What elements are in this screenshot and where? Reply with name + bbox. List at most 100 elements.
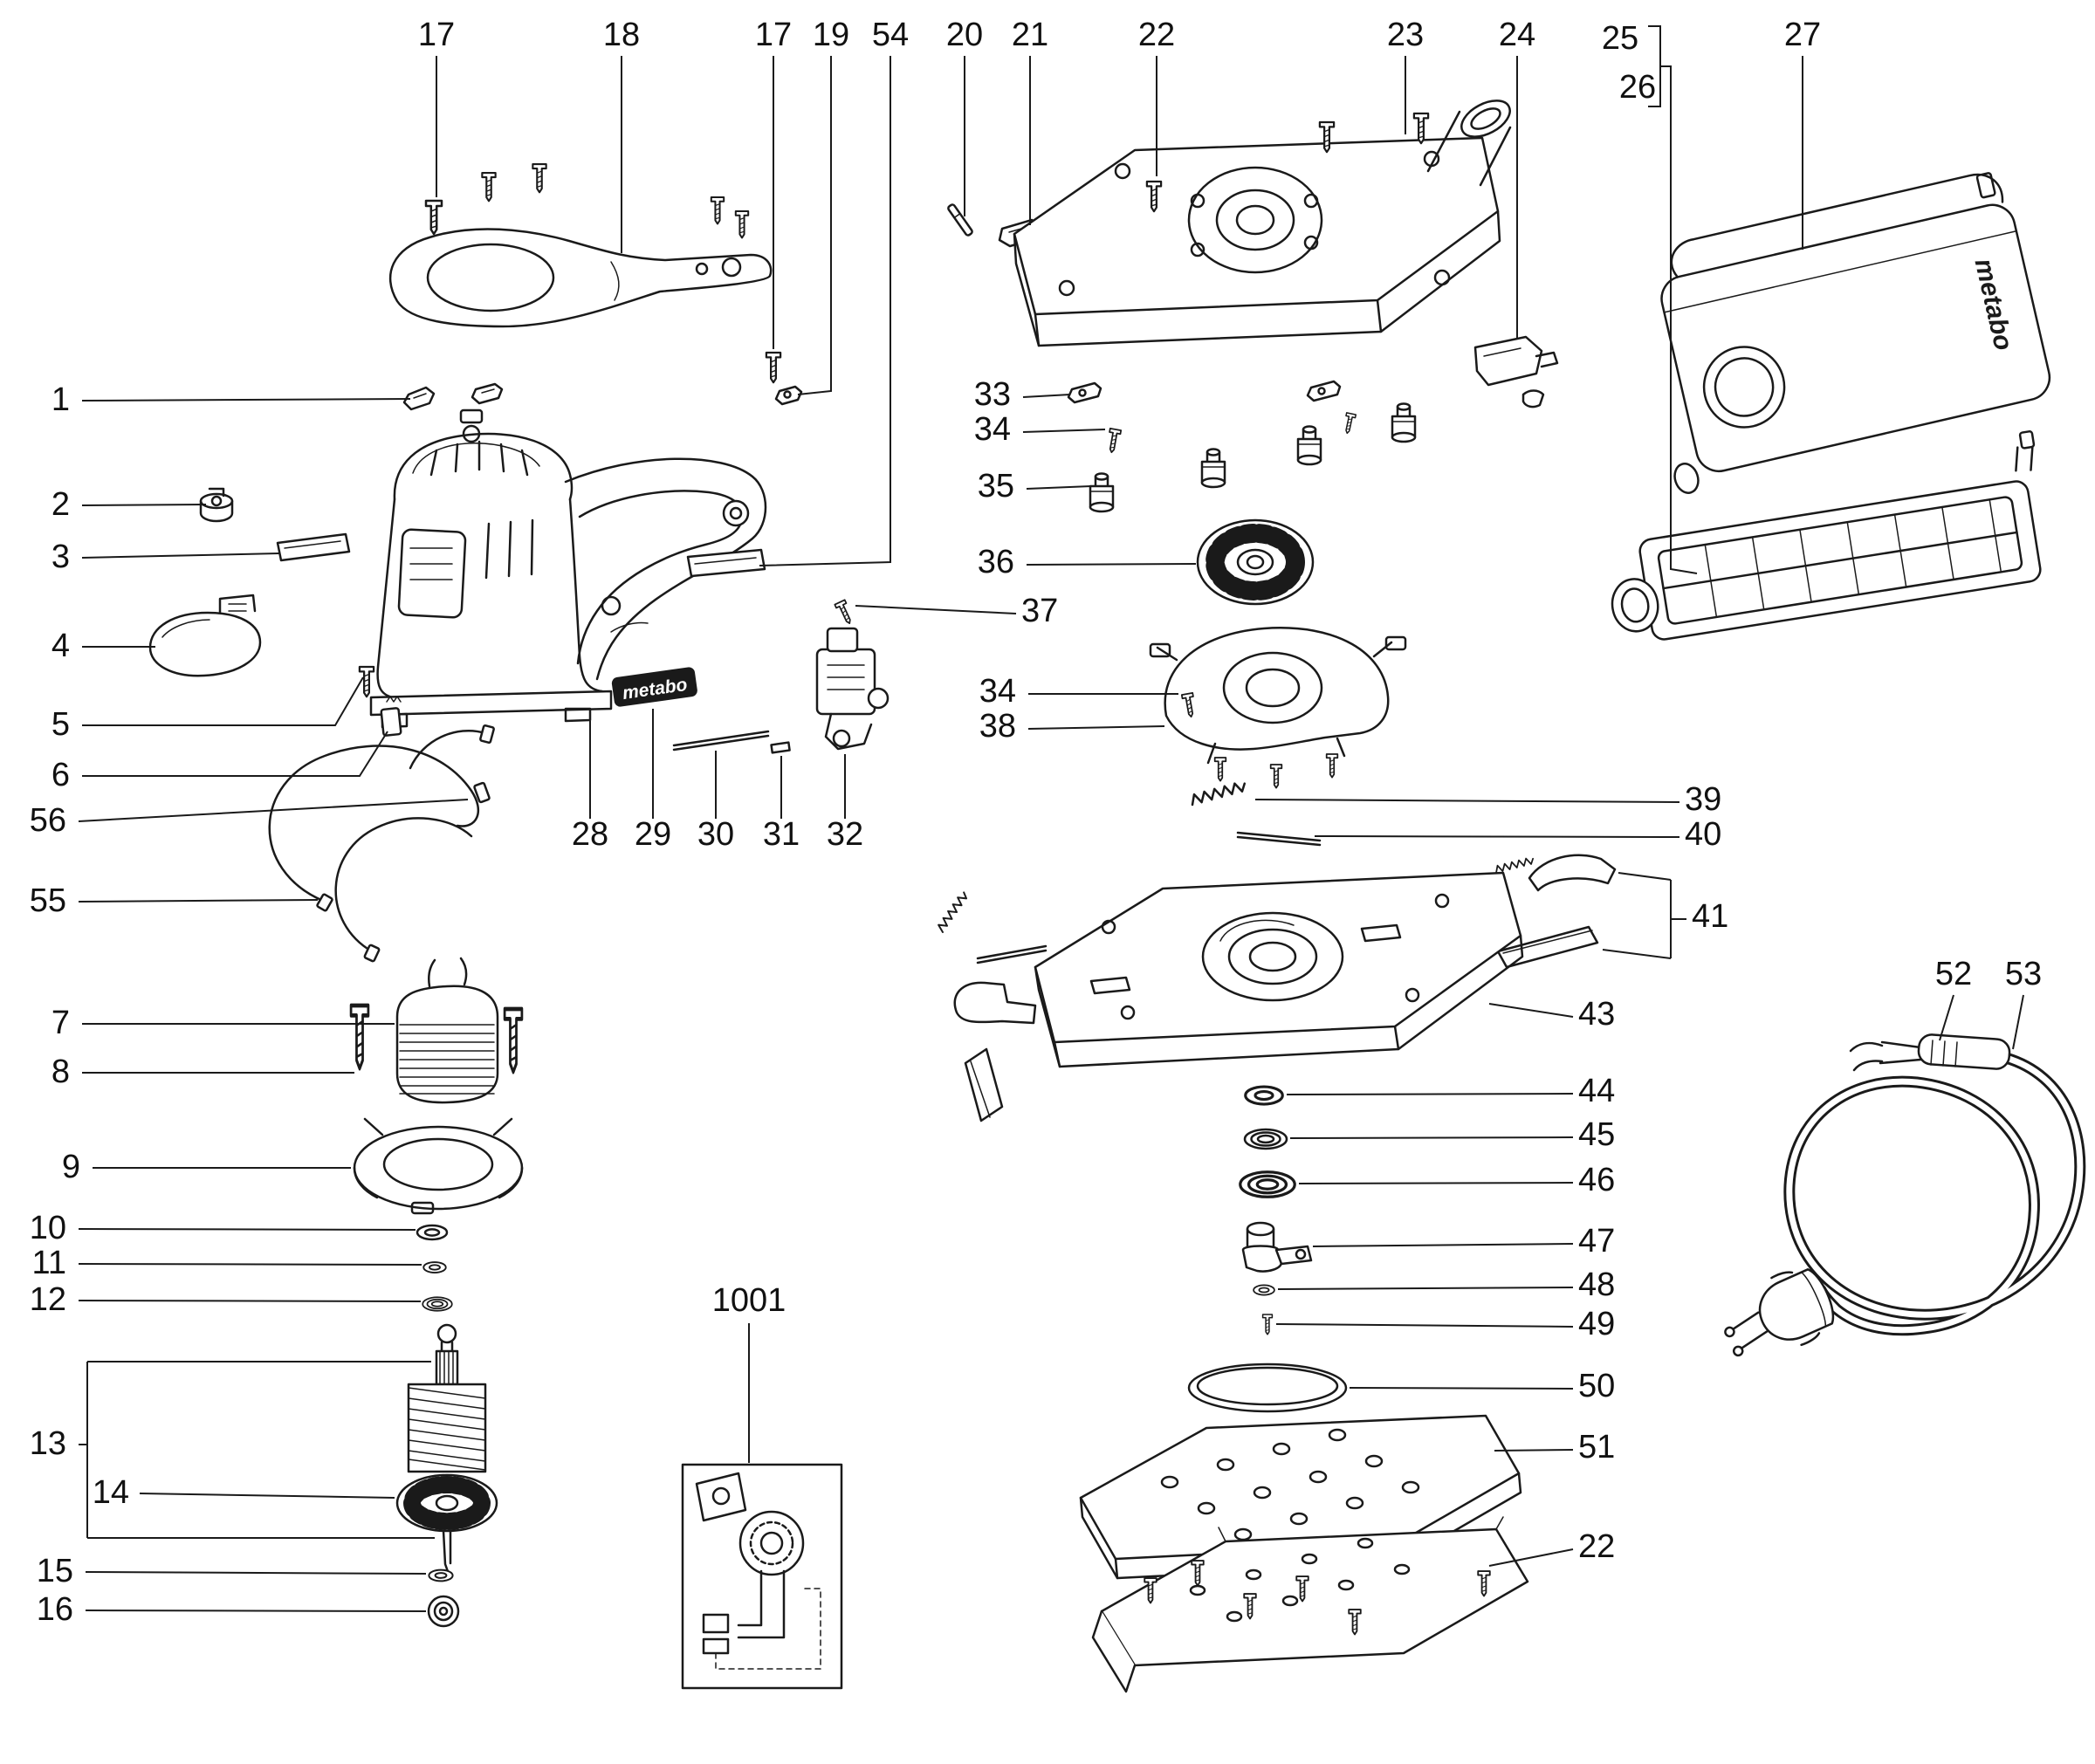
leader-line-41 [1618, 872, 1672, 881]
screw-icon [1261, 1314, 1274, 1335]
callout-41: 41 [1692, 898, 1728, 935]
screw-icon [351, 1006, 368, 1068]
lower-bearing-drawing [427, 1595, 460, 1628]
callout-37: 37 [1021, 593, 1058, 629]
callout-49: 49 [1578, 1306, 1615, 1342]
callout-29: 29 [635, 816, 671, 853]
callout-20: 20 [946, 17, 983, 53]
dust-bag-drawing: metabo [1660, 172, 2051, 473]
carbon-brush-drawing [380, 696, 402, 737]
callout-16: 16 [37, 1591, 73, 1628]
callout-44: 44 [1578, 1073, 1615, 1109]
screw-icon [734, 209, 750, 239]
callout-28: 28 [572, 816, 608, 853]
leader-line-35 [1026, 485, 1092, 490]
callout-7: 7 [52, 1005, 70, 1041]
callout-55: 55 [30, 882, 66, 919]
callout-14: 14 [93, 1474, 129, 1511]
callout-6: 6 [52, 757, 70, 793]
callout-56: 56 [30, 802, 66, 839]
leader-line-48 [1277, 1287, 1574, 1290]
leader-line-41 [1602, 949, 1672, 959]
bag-frame-drawing [1611, 430, 2042, 641]
callout-34: 34 [979, 673, 1016, 710]
leader-line-49 [1275, 1323, 1574, 1328]
screw-icon [710, 196, 725, 225]
callout-43: 43 [1578, 996, 1615, 1033]
leader-line-34 [1022, 429, 1106, 433]
standoff-nut-icon [1296, 425, 1322, 466]
bearing-cap-drawing [199, 487, 234, 523]
callout-26: 26 [1619, 69, 1656, 106]
callout-18: 18 [603, 17, 640, 53]
callout-22: 22 [1138, 17, 1175, 53]
leader-line-52 [1939, 994, 1954, 1041]
leader-line-1 [81, 398, 411, 402]
callout-13: 13 [30, 1425, 66, 1462]
leader-line-6 [82, 731, 388, 777]
power-cable-drawing [1724, 1033, 2086, 1357]
callout-46: 46 [1578, 1162, 1615, 1198]
leader-line-55 [78, 899, 319, 903]
callout-52: 52 [1935, 956, 1972, 992]
callout-10: 10 [30, 1210, 66, 1246]
screw-icon [1269, 764, 1283, 789]
leader-line-14 [139, 1493, 395, 1499]
fan-baffle-drawing [353, 1117, 524, 1215]
cable-clamp-drawing [1067, 380, 1342, 404]
callout-27: 27 [1784, 17, 1821, 53]
callout-40: 40 [1685, 816, 1721, 853]
callout-19: 19 [813, 17, 849, 53]
clip-parts-drawing [402, 382, 803, 411]
callout-12: 12 [30, 1281, 66, 1318]
clamp-parts-left-drawing [935, 890, 1048, 1122]
callout-5: 5 [52, 706, 70, 743]
screw-icon [532, 162, 547, 194]
callout-53: 53 [2005, 956, 2042, 992]
leader-line-5 [82, 676, 364, 726]
bearing-icon [422, 1296, 453, 1312]
callout-34: 34 [974, 411, 1011, 448]
leader-line-45 [1289, 1136, 1574, 1139]
callout-38: 38 [979, 708, 1016, 745]
screw-icon [358, 665, 375, 698]
screw-icon [1213, 757, 1227, 782]
sanding-sheet-drawing [1091, 1516, 1529, 1693]
callout-17: 17 [755, 17, 792, 53]
pin-part-drawing [947, 203, 973, 237]
fan-housing-drawing [1149, 627, 1407, 765]
leader-line-39 [1254, 799, 1680, 803]
callout-25: 25 [1602, 20, 1638, 57]
leader-line-25 [1660, 65, 1698, 574]
leader-line-36 [1026, 563, 1197, 566]
screw-icon [424, 199, 443, 236]
callout-32: 32 [827, 816, 863, 853]
brand-plate-drawing: metabo [611, 667, 697, 707]
callout-51: 51 [1578, 1429, 1615, 1465]
rating-plate-drawing [686, 548, 766, 578]
spring-icon [1188, 779, 1248, 806]
leader-line-16 [85, 1610, 427, 1612]
callout-50: 50 [1578, 1368, 1615, 1404]
callout-31: 31 [763, 816, 800, 853]
leader-line-22 [1488, 1548, 1574, 1567]
standoff-nut-icon [1391, 402, 1417, 443]
callout-1: 1 [52, 381, 70, 418]
callout-4: 4 [52, 628, 70, 664]
leader-line-43 [1488, 1003, 1574, 1018]
callout-9: 9 [62, 1149, 80, 1185]
leader-line-11 [78, 1263, 422, 1266]
leader-line-44 [1286, 1093, 1574, 1095]
callout-35: 35 [978, 468, 1014, 504]
screw-icon [481, 171, 497, 202]
callout-36: 36 [978, 544, 1014, 580]
field-coil-drawing [395, 957, 499, 1104]
screw-icon [1105, 428, 1123, 455]
washer-icon [416, 1224, 449, 1241]
leader-line-10 [78, 1228, 416, 1231]
base-plate-drawing [1034, 871, 1524, 1068]
callout-11: 11 [32, 1245, 66, 1281]
callout-8: 8 [52, 1054, 70, 1090]
leader-line-54 [759, 56, 891, 566]
